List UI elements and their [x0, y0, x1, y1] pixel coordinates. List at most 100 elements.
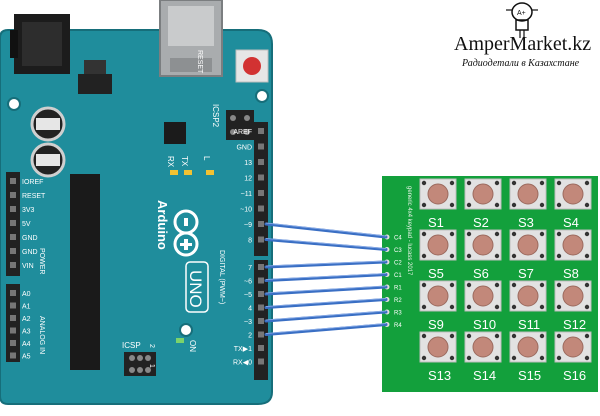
icsp2-label: ICSP2 [211, 104, 220, 128]
key-label: S2 [473, 215, 489, 230]
keypad-key[interactable]: S2 [464, 178, 502, 230]
key-cap[interactable] [562, 234, 584, 256]
header-pin [10, 248, 16, 254]
digital-pin-label: 13 [244, 160, 252, 167]
mounting-hole [255, 89, 269, 103]
wire-highlight [265, 260, 387, 267]
uno-badge: UNO [185, 261, 209, 313]
header-pin [10, 262, 16, 268]
key-cap[interactable] [517, 234, 539, 256]
digital-pin-label: TX▶1 [234, 346, 252, 353]
digital-pin-label: 2 [248, 333, 252, 340]
wire [264, 260, 388, 269]
keypad-key[interactable]: S9 [419, 280, 457, 332]
header-pin [258, 159, 264, 165]
key-cap[interactable] [562, 285, 584, 307]
ampermarket-brand: A+ AmperMarket.kz Радиодетали в Казахста… [454, 2, 591, 69]
voltage-regulator [78, 60, 112, 94]
digital-header-top [254, 122, 268, 256]
wire-highlight [265, 285, 387, 294]
wire-highlight [265, 273, 387, 280]
keypad-module: generic 4x4 keypad - lucass 2017 C4C3C2C… [382, 176, 598, 392]
brand-title: AmperMarket.kz [454, 33, 591, 55]
wire [264, 238, 388, 251]
arduino-uno-board: RESET ICSP2 TX RX L [0, 0, 273, 405]
key-cap[interactable] [517, 336, 539, 358]
keypad-pin-label: R2 [394, 298, 402, 304]
keypad-key[interactable]: S11 [509, 280, 547, 332]
keypad-key[interactable]: S8 [554, 229, 592, 281]
brand-subtitle: Радиодетали в Казахстане [461, 58, 580, 69]
key-cap[interactable] [562, 336, 584, 358]
wire [264, 323, 388, 336]
header-pin [258, 331, 264, 338]
l-label: L [202, 156, 211, 161]
rx-label: RX [166, 156, 175, 168]
keypad-key[interactable]: S4 [554, 178, 592, 230]
key-cap[interactable] [427, 336, 449, 358]
led [170, 170, 178, 175]
header-pin [258, 221, 264, 227]
key-label: S8 [563, 266, 579, 281]
key-cap[interactable] [427, 285, 449, 307]
analog-pin-label: A4 [22, 341, 31, 348]
key-cap[interactable] [562, 183, 584, 205]
keypad-key[interactable]: S15 [509, 331, 547, 383]
keypad-pin-label: C4 [394, 236, 402, 242]
keypad-key[interactable]: S7 [509, 229, 547, 281]
wire [264, 273, 388, 282]
key-cap[interactable] [427, 234, 449, 256]
keypad-key[interactable]: S6 [464, 229, 502, 281]
header-pin [10, 220, 16, 226]
key-cap[interactable] [472, 285, 494, 307]
header-pin [10, 352, 16, 359]
header-pin [258, 143, 264, 150]
power-pin-label: RESET [22, 193, 46, 200]
analog-pin-label: A5 [22, 354, 31, 361]
digital-pin-label: 8 [248, 238, 252, 245]
key-label: S5 [428, 266, 444, 281]
keypad-key[interactable]: S3 [509, 178, 547, 230]
header-pin [258, 174, 264, 181]
keypad-key[interactable]: S13 [419, 331, 457, 383]
keypad-key[interactable]: S5 [419, 229, 457, 281]
header-pin [258, 345, 264, 351]
led [206, 170, 214, 175]
header-pin [258, 291, 264, 297]
power-pin-label: GND [22, 249, 38, 256]
analog-pin-label: A2 [22, 316, 31, 323]
key-label: S6 [473, 266, 489, 281]
header-pin [10, 302, 16, 309]
power-pin-label: 5V [22, 221, 31, 228]
mounting-hole [179, 323, 193, 337]
key-label: S12 [563, 317, 586, 332]
key-cap[interactable] [472, 234, 494, 256]
power-led [176, 338, 184, 343]
key-cap[interactable] [517, 183, 539, 205]
header-pin [258, 190, 264, 196]
header-pin [258, 128, 264, 134]
keypad-key[interactable]: S10 [464, 280, 502, 332]
key-cap[interactable] [427, 183, 449, 205]
header-pin [10, 290, 16, 296]
on-label: ON [188, 340, 197, 352]
logo-letters: A+ [517, 10, 526, 17]
key-cap[interactable] [472, 183, 494, 205]
keypad-pin-label: R1 [394, 286, 402, 292]
keypad-key[interactable]: S1 [419, 178, 457, 230]
keypad-key[interactable]: S14 [464, 331, 502, 383]
wire-highlight [265, 222, 387, 237]
digital-pin-label: ~5 [244, 292, 252, 299]
key-label: S10 [473, 317, 496, 332]
digital-pin-label: AREF [233, 129, 252, 136]
analog-pin-label: A1 [22, 304, 31, 311]
key-cap[interactable] [472, 336, 494, 358]
digital-pin-label: ~9 [244, 222, 252, 229]
keypad-key[interactable]: S16 [554, 331, 592, 383]
reset-button[interactable] [235, 49, 269, 83]
wire [264, 222, 388, 239]
keypad-key[interactable]: S12 [554, 280, 592, 332]
key-cap[interactable] [517, 285, 539, 307]
